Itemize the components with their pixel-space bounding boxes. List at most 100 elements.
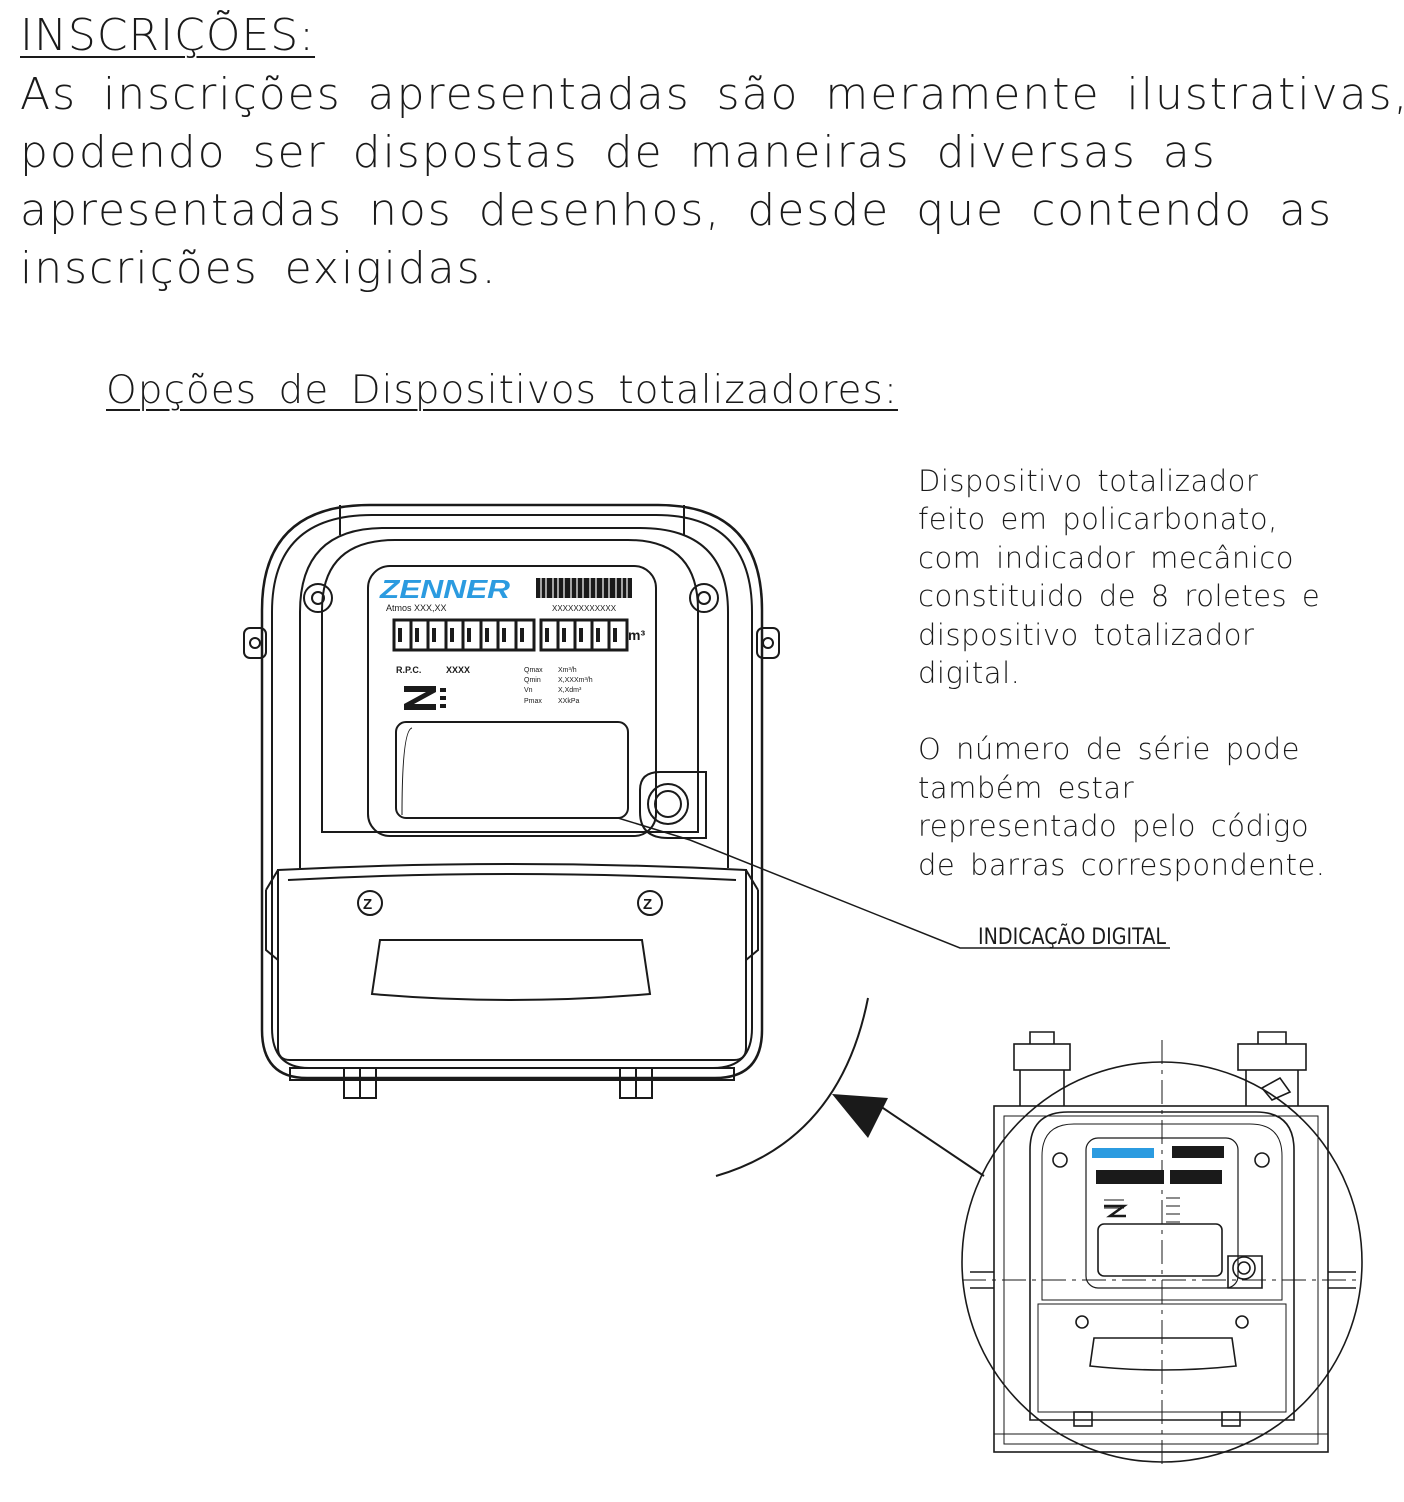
mini-housing xyxy=(1029,1111,1295,1421)
mini-lower-window xyxy=(1089,1337,1237,1371)
full-meter-view xyxy=(961,1031,1363,1470)
desc-line: digital. xyxy=(918,656,1021,691)
desc-line: dispositivo totalizador xyxy=(918,617,1255,652)
intro-line: podendo ser dispostas de maneiras divers… xyxy=(20,127,1217,178)
mini-plate xyxy=(1085,1137,1239,1289)
roller-counter xyxy=(392,618,629,652)
mini-cover-screw-right xyxy=(1235,1315,1249,1329)
window-frame xyxy=(321,539,699,833)
right-ear xyxy=(756,627,780,659)
desc-line: Dispositivo totalizador xyxy=(918,464,1259,498)
serial-number: XXXXXXXXXXXX xyxy=(552,604,617,613)
heading-inscricoes: INSCRIÇÕES: xyxy=(20,10,316,61)
mini-spec-lines xyxy=(1104,1197,1180,1223)
barcode xyxy=(536,578,632,598)
spec-label: Qmin xyxy=(524,677,541,684)
mini-roller-counter xyxy=(1096,1170,1164,1184)
cover-screw-right xyxy=(637,890,663,916)
mini-cover-screw-left xyxy=(1075,1315,1089,1329)
seal-button-ring xyxy=(647,783,689,825)
unit-label: m³ xyxy=(628,627,645,643)
connector-left xyxy=(1013,1043,1071,1071)
barcode-gaps xyxy=(540,578,628,598)
subheading-totalizer-options: Opções de Dispositivos totalizadores: xyxy=(106,368,898,413)
connector-nut xyxy=(1260,1076,1292,1101)
spec-value: X,Xdm³ xyxy=(558,687,582,694)
seal-button xyxy=(654,790,682,818)
leader-line xyxy=(617,817,1170,949)
intro-line: inscrições exigidas. xyxy=(20,243,498,294)
mini-digital-display xyxy=(1097,1223,1223,1277)
left-ear-hole xyxy=(249,637,261,649)
totalizer-front-view: ZENNER Atmos XXX,XX XXXXXXXXXXXX m³ R.P.… xyxy=(243,503,780,1099)
detail-reference-arrow xyxy=(715,997,985,1177)
mini-seal-housing xyxy=(1227,1255,1263,1289)
spec-value: XXkPa xyxy=(558,698,580,705)
callout-label: INDICAÇÃO DIGITAL xyxy=(978,923,1167,950)
mini-barcode xyxy=(1172,1146,1224,1158)
mini-foot-left xyxy=(1073,1411,1093,1427)
intro-line: As inscrições apresentadas são meramente… xyxy=(20,69,1404,120)
mini-foot-right xyxy=(1221,1411,1241,1427)
rpc-value: XXXX xyxy=(446,665,470,675)
screw-left-head xyxy=(311,591,325,605)
mini-window-frame xyxy=(1041,1123,1283,1301)
arrow-shaft xyxy=(879,1105,985,1177)
mini-z-icon xyxy=(1104,1204,1128,1218)
mini-brand-logo xyxy=(1092,1148,1154,1158)
desc-line: feito em policarbonato, xyxy=(918,502,1278,537)
desc-line: com indicador mecânico xyxy=(918,540,1294,575)
digital-display xyxy=(395,721,629,819)
spec-list: Qmax Xm³/h Qmin X,XXXm³/h Vn X,Xdm³ Pmax… xyxy=(524,667,593,705)
intro-line: apresentadas nos desenhos, desde que con… xyxy=(20,185,1333,236)
desc-line: representado pelo código xyxy=(918,809,1310,844)
spec-label: Vn xyxy=(524,687,533,694)
digital-indication-callout: INDICAÇÃO DIGITAL xyxy=(617,817,1170,950)
spec-value: Xm³/h xyxy=(558,667,577,674)
totalizer-description: Dispositivo totalizador feito em policar… xyxy=(918,462,1326,884)
lower-window xyxy=(370,939,652,1001)
cover-screw-left xyxy=(357,890,383,916)
manufacturer-z-icon xyxy=(404,686,446,710)
lower-cover-lip xyxy=(287,873,737,881)
lower-cover xyxy=(277,863,747,1061)
mini-seal-button-ring xyxy=(1232,1256,1256,1280)
mini-lower-cover xyxy=(1037,1303,1287,1413)
screw-left xyxy=(303,583,333,613)
connector-right-neck xyxy=(1245,1031,1299,1106)
spec-value: X,XXXm³/h xyxy=(558,677,593,684)
base-strip xyxy=(289,1067,735,1081)
housing-top-ribs xyxy=(339,505,685,535)
window-frame-outer xyxy=(299,527,729,868)
housing-outer xyxy=(260,503,764,1080)
model-label: Atmos XXX,XX xyxy=(386,603,447,613)
desc-line: constituido de 8 roletes e xyxy=(918,579,1321,614)
desc-line: O número de série pode xyxy=(918,732,1301,767)
mini-roller-counter xyxy=(1170,1170,1222,1184)
desc-line: também estar xyxy=(918,770,1135,805)
right-ear-hole xyxy=(762,637,774,649)
connector-left-neck xyxy=(1019,1031,1065,1106)
spec-label: Pmax xyxy=(524,698,542,705)
meter-body-inner xyxy=(1003,1115,1319,1445)
intro-paragraph: As inscrições apresentadas são meramente… xyxy=(20,66,1404,298)
reference-arc xyxy=(715,997,869,1177)
spec-label: Qmax xyxy=(524,667,543,674)
rpc-label: R.P.C. xyxy=(396,665,421,675)
housing-inner-edge xyxy=(271,514,753,1069)
z-mark-icon: Z xyxy=(363,896,372,913)
display-reflection xyxy=(401,727,413,816)
name-plate xyxy=(367,565,657,837)
screw-right xyxy=(689,583,719,613)
seal-housing xyxy=(639,771,707,839)
connector-right xyxy=(1237,1043,1307,1071)
left-ear xyxy=(243,627,267,659)
side-brackets xyxy=(970,1271,1356,1289)
z-mark-icon: Z xyxy=(643,896,652,913)
mini-screw-left xyxy=(1052,1152,1068,1168)
mini-seal-button xyxy=(1237,1261,1251,1275)
desc-line: de barras correspondente. xyxy=(918,847,1326,882)
meter-body xyxy=(993,1105,1329,1453)
arrow-head-icon xyxy=(832,1094,888,1138)
